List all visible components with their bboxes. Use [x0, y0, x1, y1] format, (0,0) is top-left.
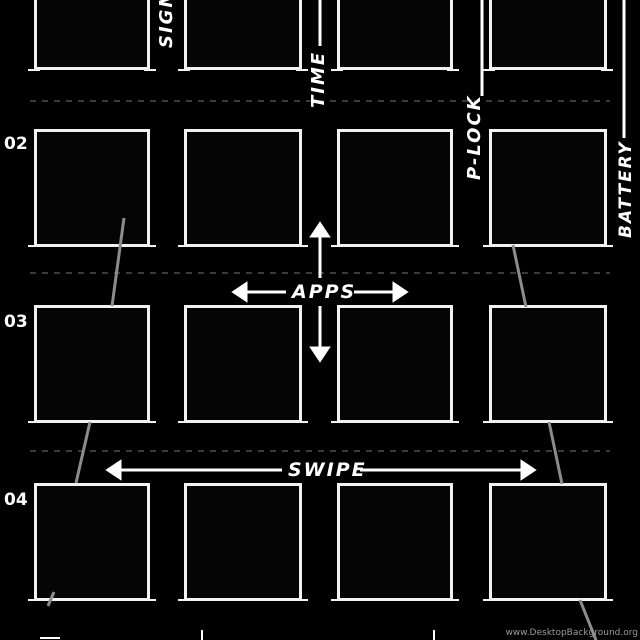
app-tile-r1-c4[interactable]	[489, 0, 607, 70]
app-tile-r4-c2[interactable]	[184, 483, 302, 601]
app-tile-r2-c4[interactable]	[489, 129, 607, 247]
swipe-label: SWIPE	[288, 459, 367, 481]
app-tile-r4-c1[interactable]	[34, 483, 150, 601]
signal-label: SIGN	[156, 0, 177, 48]
app-tile-r4-c3[interactable]	[337, 483, 453, 601]
app-tile-r1-c3[interactable]	[337, 0, 453, 70]
apps-label: APPS	[292, 281, 357, 303]
app-tile-r3-c2[interactable]	[184, 305, 302, 423]
app-tile-r1-c1[interactable]	[34, 0, 150, 70]
app-tile-r3-c4[interactable]	[489, 305, 607, 423]
watermark: www.DesktopBackground.org	[505, 628, 638, 638]
row-label-04: 04	[4, 490, 28, 510]
app-tile-r3-c3[interactable]	[337, 305, 453, 423]
battery-label: BATTERY	[616, 140, 636, 238]
app-tile-r3-c1[interactable]	[34, 305, 150, 423]
row-label-02: 02	[4, 134, 28, 154]
app-tile-r4-c4[interactable]	[489, 483, 607, 601]
row-label-03: 03	[4, 312, 28, 332]
app-tile-r2-c2[interactable]	[184, 129, 302, 247]
app-tile-r2-c1[interactable]	[34, 129, 150, 247]
app-tile-r1-c2[interactable]	[184, 0, 302, 70]
time-label: TIME	[308, 50, 329, 108]
app-tile-r2-c3[interactable]	[337, 129, 453, 247]
plock-label: P-LOCK	[464, 94, 485, 180]
